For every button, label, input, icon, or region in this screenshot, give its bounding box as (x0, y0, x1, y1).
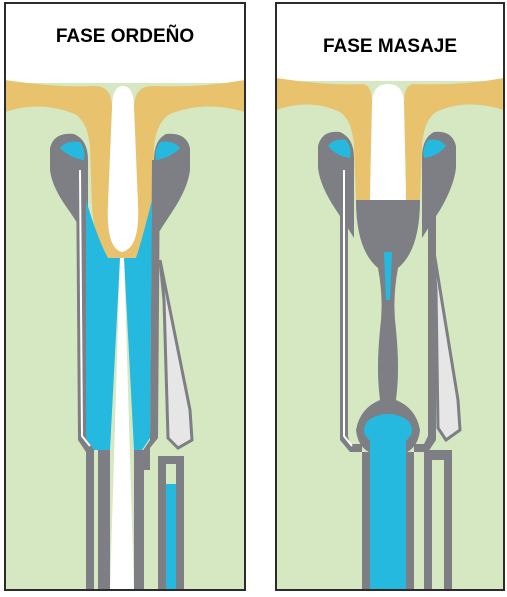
pulsation-tube-milk-milking (166, 484, 176, 590)
short-milk-tube-right (134, 450, 144, 590)
milk-tube-wall-right-massage (406, 452, 414, 590)
milk-tube-massage (370, 440, 406, 590)
panel-massage-title: FASE MASAJE (323, 36, 457, 57)
short-milk-tube-left (98, 450, 110, 590)
panel-massage-phase: FASE MASAJE (276, 3, 504, 590)
pulsation-tube-gap-massage (432, 480, 444, 590)
panel-milking-phase: FASE ORDEÑO (5, 3, 245, 590)
milk-tube-wall-left-massage (362, 452, 370, 590)
teat-canal-milking (108, 86, 138, 252)
panel-milking-title: FASE ORDEÑO (56, 25, 194, 47)
